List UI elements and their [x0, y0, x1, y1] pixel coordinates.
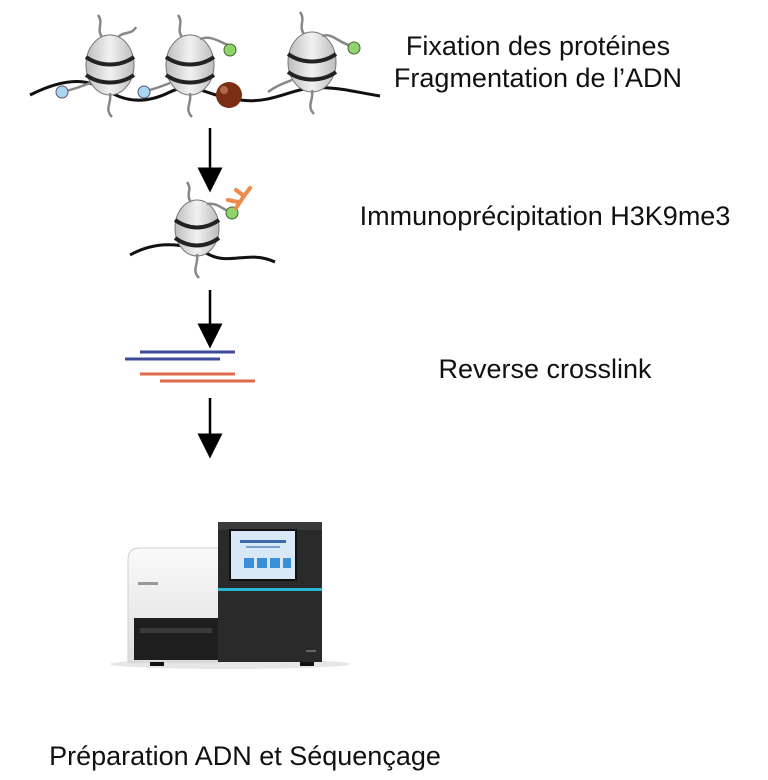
antibody-icon [226, 186, 252, 210]
methyl-mark-green [347, 41, 361, 55]
sequencer-illustration [110, 522, 350, 669]
bound-protein [216, 82, 242, 108]
ip-dna [129, 243, 276, 264]
step-label-line: Préparation ADN et Séquençage [49, 741, 441, 771]
methyl-mark-green [225, 206, 239, 220]
step-label-fixation: Fixation des protéines Fragmentation de … [378, 30, 698, 94]
step-label-line: Fixation des protéines [405, 31, 671, 61]
step-label-sequencing: Préparation ADN et Séquençage [20, 740, 470, 772]
methyl-mark-blue [55, 85, 69, 99]
step-label-line: Fragmentation de l’ADN [393, 63, 683, 93]
dna-fragments [125, 350, 255, 383]
nucleosome-2 [145, 14, 229, 118]
step-label-line: Immunoprécipitation H3K9me3 [359, 201, 731, 231]
nucleosome-3 [267, 11, 353, 115]
methyl-mark-green [223, 43, 237, 57]
nucleosome-1 [65, 14, 138, 118]
step-label-immunoprecipitation: Immunoprécipitation H3K9me3 [330, 200, 760, 232]
step-label-line: Reverse crosslink [438, 354, 652, 384]
methyl-mark-blue [137, 85, 151, 99]
protein-highlight [220, 86, 228, 94]
ip-nucleosome [173, 181, 232, 279]
step-label-reverse-crosslink: Reverse crosslink [400, 353, 690, 385]
